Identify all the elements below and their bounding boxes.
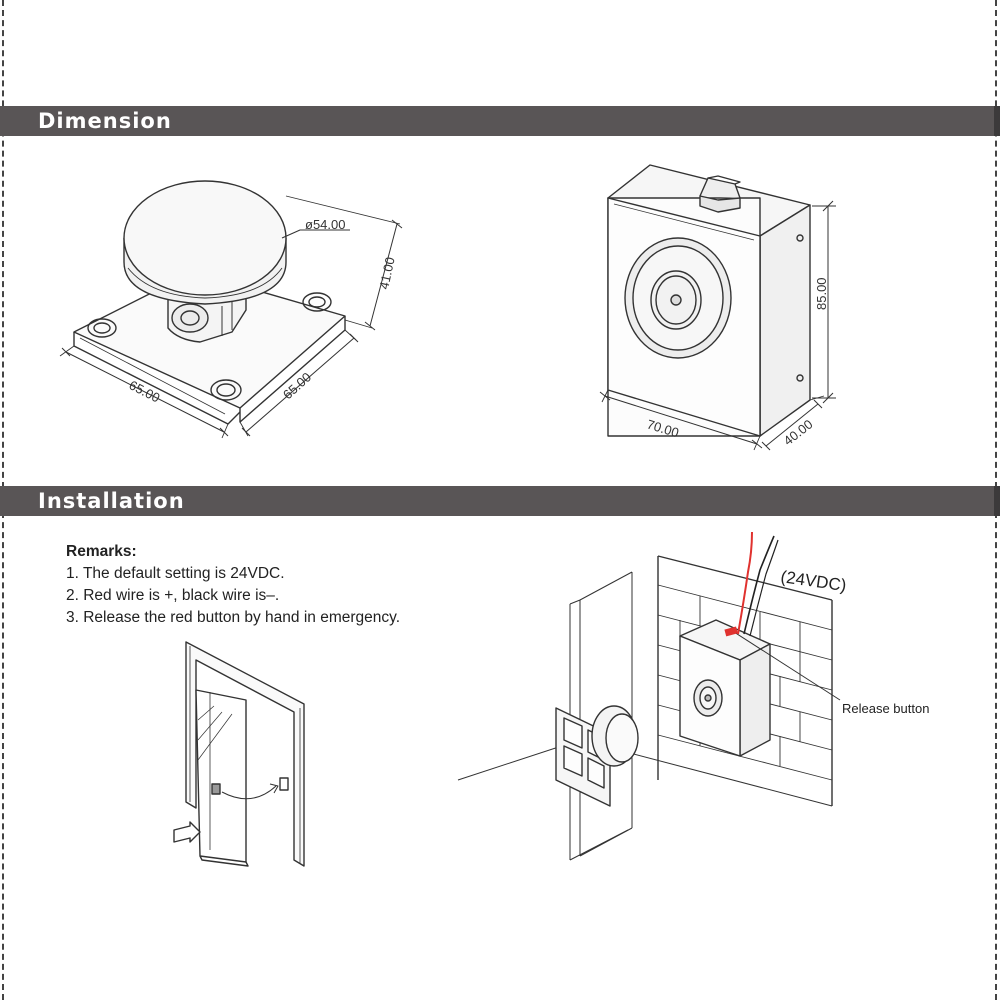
dim-magnet-height: 85.00 [814,277,829,310]
dim-magnet-depth: 40.00 [781,417,816,449]
dimension-header-bar: Dimension [0,106,1000,136]
electromagnet-drawing [599,164,836,451]
header-notch [994,106,1000,136]
installation-header-bar: Installation [0,486,1000,516]
dimension-heading: Dimension [38,109,172,133]
door-installation-drawing [173,641,305,867]
dim-plate-diameter: ø54.00 [305,217,345,232]
red-release-button [724,626,738,637]
header-notch [994,486,1000,516]
voltage-label: (24VDC) [779,567,847,595]
dim-plate-height: 41.00 [376,256,397,291]
remark-item-1: 1. The default setting is 24VDC. [66,565,285,582]
red-wire [737,531,753,635]
remarks-block: Remarks: 1. The default setting is 24VDC… [66,541,400,629]
remark-item-2: 2. Red wire is +, black wire is–. [66,587,280,604]
installation-heading: Installation [38,489,185,513]
armature-plate-drawing [59,180,403,439]
wall-installation-drawing [457,535,841,861]
remark-item-3: 3. Release the red button by hand in eme… [66,609,401,626]
release-button-label: Release button [842,701,929,716]
dim-base-width-b: 65.00 [280,369,314,402]
remarks-heading: Remarks: [66,543,137,560]
